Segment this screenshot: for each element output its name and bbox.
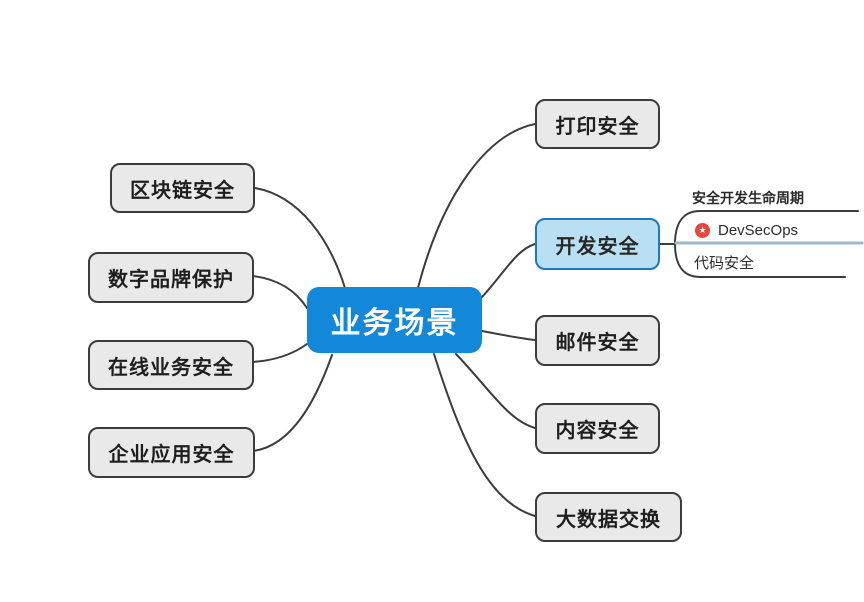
root-node-business-scenarios[interactable]: 业务场景	[307, 287, 482, 353]
node-label: 大数据交换	[556, 508, 661, 531]
node-digital-brand-protection[interactable]: 数字品牌保护	[88, 252, 254, 303]
root-node-label: 业务场景	[330, 307, 459, 340]
connector-digital-brand	[252, 275, 308, 309]
node-label: 打印安全	[555, 115, 640, 138]
node-secure-dev-lifecycle[interactable]: 安全开发生命周期	[692, 188, 804, 208]
node-devsecops[interactable]: ★ DevSecOps	[695, 222, 798, 239]
node-code-security[interactable]: 代码安全	[694, 252, 754, 273]
connector-bigdata	[433, 353, 536, 517]
node-mail-security[interactable]: 邮件安全	[535, 315, 660, 366]
connector-print	[417, 123, 536, 289]
node-blockchain-security[interactable]: 区块链安全	[110, 163, 255, 213]
connector-online-business	[252, 343, 308, 363]
node-label: 开发安全	[555, 235, 640, 258]
star-glyph: ★	[698, 225, 707, 235]
node-print-security[interactable]: 打印安全	[535, 99, 660, 149]
node-enterprise-app-security[interactable]: 企业应用安全	[88, 427, 255, 478]
node-label: 内容安全	[555, 420, 640, 442]
star-badge-icon[interactable]: ★	[695, 223, 710, 238]
connector-blockchain	[254, 187, 346, 289]
node-label: 区块链安全	[130, 179, 235, 202]
node-label: 企业应用安全	[108, 444, 235, 466]
node-label: 邮件安全	[555, 332, 640, 354]
connector-development	[481, 243, 536, 298]
underline-code-security	[674, 243, 846, 278]
node-label: 数字品牌保护	[108, 269, 234, 291]
node-label: 代码安全	[694, 255, 755, 272]
node-label: 安全开发生命周期	[692, 190, 804, 206]
underline-secure-dev-lifecycle	[674, 210, 859, 245]
node-development-security[interactable]: 开发安全	[535, 218, 660, 270]
connector-enterprise-app	[252, 354, 333, 452]
node-big-data-exchange[interactable]: 大数据交换	[535, 492, 682, 542]
connector-content	[455, 353, 536, 429]
node-online-business-security[interactable]: 在线业务安全	[88, 340, 254, 390]
node-label: 在线业务安全	[108, 356, 234, 379]
node-label: DevSecOps	[718, 222, 799, 239]
node-content-security[interactable]: 内容安全	[535, 403, 660, 454]
connector-mail	[481, 330, 536, 341]
